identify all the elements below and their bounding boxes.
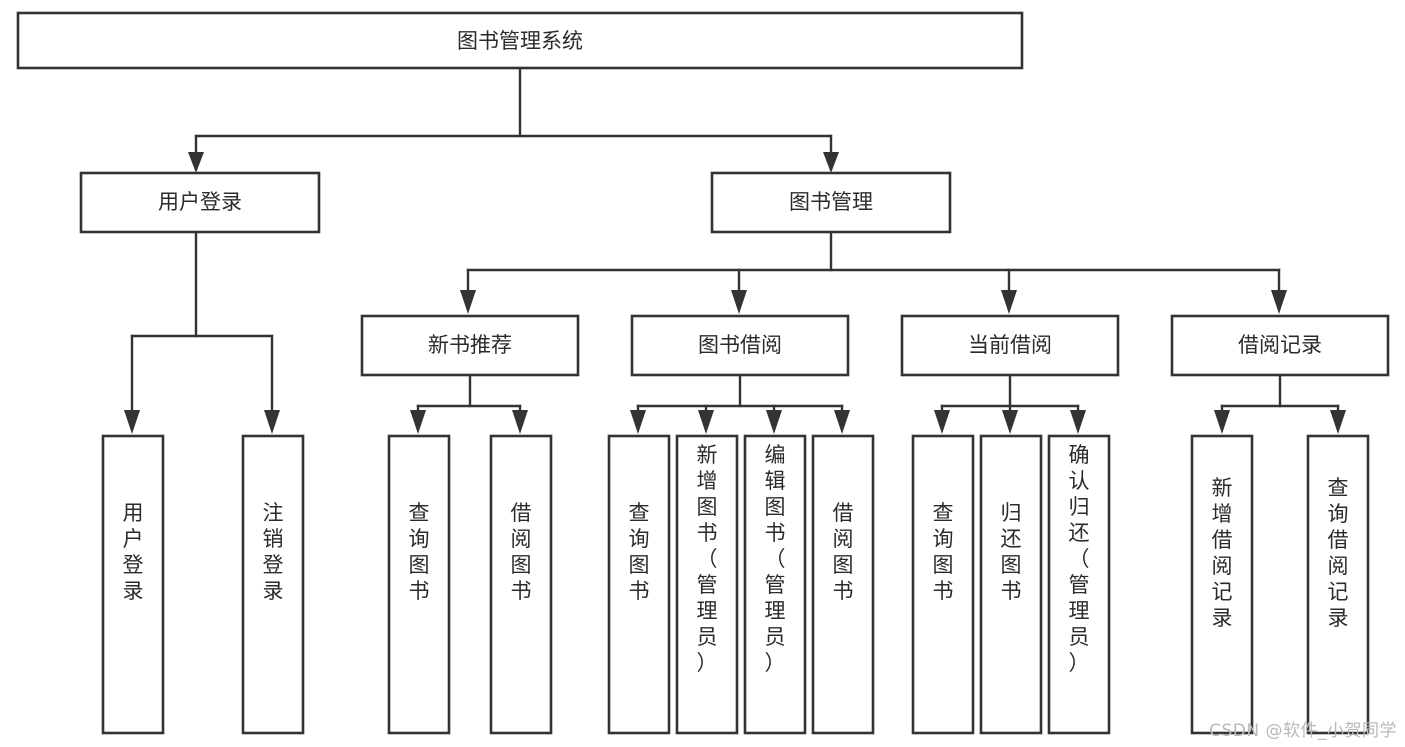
arrow-bookmgmt-child-3: [1001, 290, 1017, 314]
arrow-newbook-child-1: [410, 410, 426, 434]
arrow-newbook-child-2: [512, 410, 528, 434]
node-book-borrow-label: 图书借阅: [698, 333, 782, 357]
node-borrow-record[interactable]: 借阅记录: [1170, 314, 1390, 377]
node-leaf-query-book-2-label: 查询图书: [629, 501, 650, 603]
node-current-borrow-box[interactable]: [900, 314, 1120, 377]
node-user-login-label: 用户登录: [158, 190, 242, 214]
node-leaf-query-book-3-label: 查询图书: [933, 501, 954, 603]
node-book-management-box[interactable]: [710, 171, 952, 234]
node-book-borrow[interactable]: 图书借阅: [630, 314, 850, 377]
node-new-book-recommend-label: 新书推荐: [428, 333, 512, 357]
connector-group-current-borrow: [934, 373, 1086, 434]
node-leaf-query-book-1-label: 查询图书: [409, 501, 430, 603]
node-leaf-borrow-book-2[interactable]: 借阅图书: [811, 434, 875, 735]
node-leaf-query-book-2-box[interactable]: [607, 434, 671, 735]
node-leaf-edit-book-label: 编辑图书（管理员）: [765, 443, 786, 675]
node-borrow-record-label: 借阅记录: [1238, 333, 1322, 357]
arrow-root-to-login: [188, 152, 204, 173]
arrow-bookmgmt-child-4: [1271, 290, 1287, 314]
arrow-bookborrow-child-3: [766, 410, 782, 434]
node-leaf-borrow-book-2-label: 借阅图书: [833, 501, 854, 603]
node-leaf-logout[interactable]: 注销登录: [241, 434, 305, 735]
node-leaf-user-login-label: 用户登录: [123, 501, 144, 603]
node-leaf-edit-book[interactable]: 编辑图书（管理员）: [743, 434, 807, 735]
arrow-borrowrecord-child-2: [1330, 410, 1346, 434]
node-leaf-borrow-book-1-label: 借阅图书: [511, 501, 532, 603]
node-leaf-borrow-book-2-box[interactable]: [811, 434, 875, 735]
arrow-currentborrow-child-2: [1002, 410, 1018, 434]
node-root-box[interactable]: [16, 11, 1024, 70]
node-leaf-borrow-book-1-box[interactable]: [489, 434, 553, 735]
connector-group-book-mgmt: [460, 230, 1287, 314]
node-book-management-label: 图书管理: [789, 190, 873, 214]
node-new-book-recommend[interactable]: 新书推荐: [360, 314, 580, 377]
node-leaf-borrow-book-1[interactable]: 借阅图书: [489, 434, 553, 735]
node-current-borrow[interactable]: 当前借阅: [900, 314, 1120, 377]
node-leaf-add-book[interactable]: 新增图书（管理员）: [675, 434, 739, 735]
node-leaf-query-borrow-record[interactable]: 查询借阅记录: [1306, 434, 1370, 735]
node-leaf-return-book[interactable]: 归还图书: [979, 434, 1043, 735]
connector-group-book-borrow: [630, 373, 850, 434]
node-leaf-query-book-2[interactable]: 查询图书: [607, 434, 671, 735]
node-borrow-record-box[interactable]: [1170, 314, 1390, 377]
node-leaf-confirm-return-label: 确认归还（管理员）: [1069, 443, 1090, 675]
node-leaf-query-borrow-record-box[interactable]: [1306, 434, 1370, 735]
node-root-label: 图书管理系统: [457, 29, 583, 53]
arrow-login-child-2: [264, 410, 280, 434]
node-leaf-query-book-3[interactable]: 查询图书: [911, 434, 975, 735]
node-leaf-add-borrow-record-box[interactable]: [1190, 434, 1254, 735]
node-book-borrow-box[interactable]: [630, 314, 850, 377]
arrow-currentborrow-child-1: [934, 410, 950, 434]
node-leaf-add-borrow-record[interactable]: 新增借阅记录: [1190, 434, 1254, 735]
arrow-bookmgmt-child-2: [731, 290, 747, 314]
node-leaf-logout-label: 注销登录: [263, 501, 284, 603]
node-leaf-confirm-return-box[interactable]: [1047, 434, 1111, 735]
arrow-borrowrecord-child-1: [1214, 410, 1230, 434]
arrow-bookborrow-child-2: [698, 410, 714, 434]
node-leaf-query-borrow-record-label: 查询借阅记录: [1328, 476, 1349, 630]
node-leaf-edit-book-box[interactable]: [743, 434, 807, 735]
node-leaf-add-book-label: 新增图书（管理员）: [697, 443, 718, 675]
node-new-book-recommend-box[interactable]: [360, 314, 580, 377]
node-current-borrow-label: 当前借阅: [968, 333, 1052, 357]
node-leaf-confirm-return[interactable]: 确认归还（管理员）: [1047, 434, 1111, 735]
node-leaf-return-book-label: 归还图书: [1001, 501, 1022, 603]
node-user-login[interactable]: 用户登录: [79, 171, 321, 234]
arrow-bookmgmt-child-1: [460, 290, 476, 314]
node-root[interactable]: 图书管理系统: [16, 11, 1024, 70]
node-leaf-add-borrow-record-label: 新增借阅记录: [1212, 476, 1233, 630]
node-leaf-user-login[interactable]: 用户登录: [101, 434, 165, 735]
arrow-login-child-1: [124, 410, 140, 434]
connector-group-user-login: [124, 230, 280, 434]
connector-group-new-book: [410, 373, 528, 434]
arrow-currentborrow-child-3: [1070, 410, 1086, 434]
node-book-management[interactable]: 图书管理: [710, 171, 952, 234]
arrow-root-to-bookmgmt: [823, 152, 839, 173]
node-leaf-query-book-1[interactable]: 查询图书: [387, 434, 451, 735]
node-user-login-box[interactable]: [79, 171, 321, 234]
connector-group-borrow-record: [1214, 373, 1346, 434]
node-leaf-query-book-3-box[interactable]: [911, 434, 975, 735]
node-leaf-return-book-box[interactable]: [979, 434, 1043, 735]
node-leaf-query-book-1-box[interactable]: [387, 434, 451, 735]
node-leaf-user-login-box[interactable]: [101, 434, 165, 735]
node-leaf-logout-box[interactable]: [241, 434, 305, 735]
connector-group-root: [188, 66, 839, 173]
node-leaf-add-book-box[interactable]: [675, 434, 739, 735]
arrow-bookborrow-child-1: [630, 410, 646, 434]
arrow-bookborrow-child-4: [834, 410, 850, 434]
